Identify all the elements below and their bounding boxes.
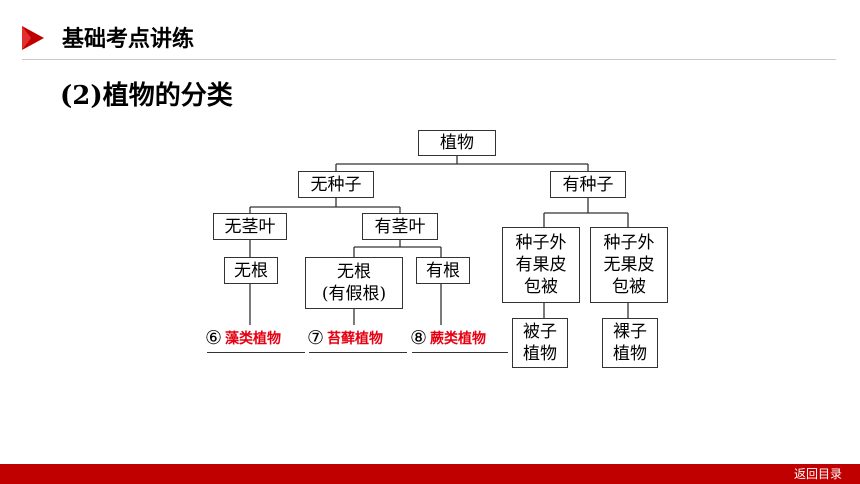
answer-text: 藻类植物 [225, 331, 282, 347]
answer-6: ⑥ 藻类植物 [205, 325, 281, 351]
node-false-root: 无根 (有假根) [305, 257, 403, 309]
node-seed-covered: 种子外 有果皮 包被 [502, 227, 580, 303]
play-arrow-icon [22, 26, 44, 50]
answer-underline [207, 352, 305, 353]
node-has-root: 有根 [416, 257, 470, 284]
node-no-seed: 无种子 [298, 171, 374, 198]
section-title: (2)植物的分类 [60, 81, 233, 111]
node-has-seed: 有种子 [550, 171, 626, 198]
back-to-contents-link[interactable]: 返回目录 [793, 467, 842, 481]
answer-underline [309, 352, 407, 353]
node-gymnosperm: 裸子 植物 [602, 318, 658, 368]
answer-8: ⑧ 蕨类植物 [410, 325, 486, 351]
header-divider [22, 59, 836, 60]
answer-number: ⑥ [205, 327, 223, 349]
answer-underline [412, 352, 508, 353]
node-no-root: 无根 [224, 257, 278, 284]
node-seed-naked: 种子外 无果皮 包被 [590, 227, 668, 303]
node-no-stem-leaf: 无茎叶 [213, 213, 287, 240]
footer-bar: 返回目录 [0, 464, 860, 484]
answer-number: ⑧ [410, 327, 428, 349]
node-has-stem-leaf: 有茎叶 [362, 213, 438, 240]
answer-text: 蕨类植物 [430, 331, 487, 347]
node-plant: 植物 [418, 130, 496, 156]
answer-text: 苔藓植物 [327, 331, 384, 347]
header-title: 基础考点讲练 [62, 27, 195, 52]
node-angiosperm: 被子 植物 [512, 318, 568, 368]
answer-7: ⑦ 苔藓植物 [307, 325, 383, 351]
answer-number: ⑦ [307, 327, 325, 349]
